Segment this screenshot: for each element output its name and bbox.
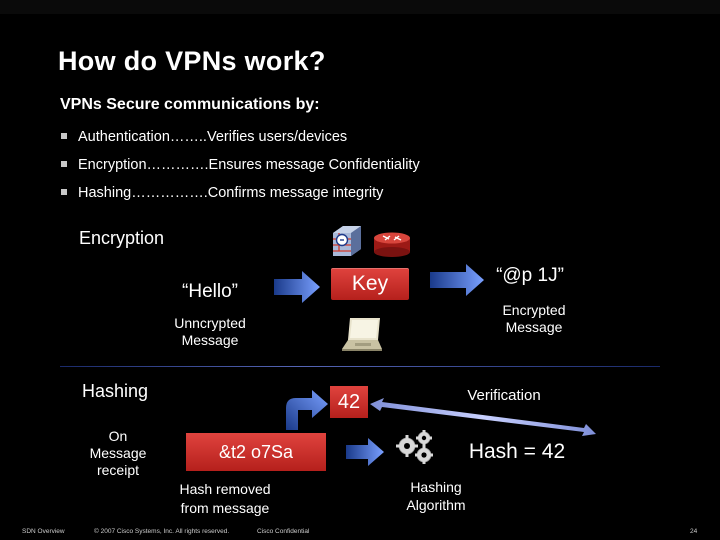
bullet-text: Hashing…………….Confirms message integrity <box>78 185 384 201</box>
arrow-right-icon <box>430 264 484 296</box>
bullet-list: Authentication……..Verifies users/devices… <box>60 128 420 212</box>
arrow-right-icon <box>346 438 384 466</box>
footer-copyright: © 2007 Cisco Systems, Inc. All rights re… <box>94 528 230 535</box>
algorithm-line: Algorithm <box>406 497 466 513</box>
unencrypted-message-label: Unncrypted Message <box>150 315 270 349</box>
key-label: Key <box>351 272 389 295</box>
hash-removed-label: Hash removed from message <box>160 480 290 518</box>
on-receipt-line: Message <box>89 445 147 461</box>
top-bar <box>0 0 720 14</box>
hash-value-box: 42 <box>330 386 368 418</box>
encrypted-label-line: Encrypted <box>502 302 566 318</box>
slide-subtitle: VPNs Secure communications by: <box>60 96 320 113</box>
bullet-text: Encryption………….Ensures message Confident… <box>78 157 420 173</box>
footer-section-name: SDN Overview <box>22 528 65 535</box>
algorithm-line: Hashing <box>410 479 462 495</box>
computed-hash: Hash = 42 <box>468 440 566 463</box>
verification-label: Verification <box>467 387 541 404</box>
hashing-label: Hashing <box>82 381 149 401</box>
on-receipt-line: On <box>108 428 128 444</box>
hash-removed-line: from message <box>180 500 270 516</box>
hash-value: 42 <box>337 391 361 413</box>
hashing-algorithm-label: Hashing Algorithm <box>386 478 486 514</box>
key-box: Key <box>331 268 409 300</box>
router-icon <box>374 232 410 257</box>
section-divider <box>60 366 660 367</box>
bullet-marker <box>61 133 67 139</box>
unencrypted-label-line: Message <box>181 332 239 348</box>
gears-icon <box>396 430 433 464</box>
on-receipt-line: receipt <box>96 462 140 478</box>
bullet-marker <box>61 161 67 167</box>
bullet-marker <box>61 189 67 195</box>
unencrypted-label-line: Unncrypted <box>174 315 246 331</box>
footer-confidential: Cisco Confidential <box>257 528 310 535</box>
on-receipt-label: On Message receipt <box>78 428 158 479</box>
hash-removed-line: Hash removed <box>179 481 271 497</box>
bent-arrow-icon <box>286 390 328 430</box>
footer-page-number: 24 <box>690 528 698 535</box>
bullet-item: Authentication……..Verifies users/devices <box>60 128 420 156</box>
received-message-value: &t2 o7Sa <box>218 442 294 462</box>
bullet-item: Hashing…………….Confirms message integrity <box>60 184 420 212</box>
plaintext-message: “Hello” <box>182 281 238 302</box>
arrow-right-icon <box>274 271 320 303</box>
received-message-box: &t2 o7Sa <box>186 433 326 471</box>
encryption-label: Encryption <box>79 228 165 248</box>
ciphertext-message: “@p 1J” <box>496 265 564 286</box>
encrypted-message-label: Encrypted Message <box>474 302 594 336</box>
verification-arrow-icon <box>370 398 596 436</box>
laptop-icon <box>342 318 382 351</box>
slide-title: How do VPNs work? <box>58 46 326 76</box>
firewall-icon <box>333 226 361 256</box>
bullet-text: Authentication……..Verifies users/devices <box>78 129 348 145</box>
encrypted-label-line: Message <box>505 319 563 335</box>
bullet-item: Encryption………….Ensures message Confident… <box>60 156 420 184</box>
